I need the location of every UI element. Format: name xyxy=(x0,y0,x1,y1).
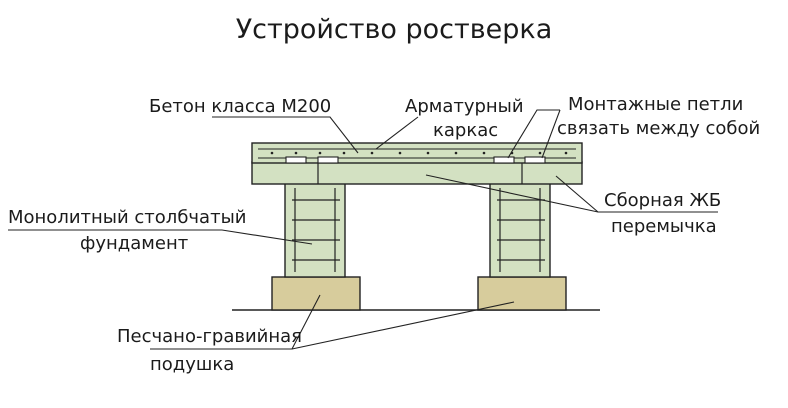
left-column-rebar xyxy=(292,188,340,272)
leader-rebar xyxy=(375,116,419,150)
mounting-loops-left xyxy=(285,156,339,164)
label-rebar-line1: Арматурный xyxy=(405,96,524,117)
leader-lintel-2 xyxy=(555,175,599,213)
label-cushion-line1: Песчано-гравийная xyxy=(117,326,302,347)
right-column xyxy=(489,182,551,278)
right-column-rebar xyxy=(497,188,545,272)
label-cushion-line2: подушка xyxy=(150,354,235,375)
left-cushion xyxy=(271,276,361,311)
label-loops-line1: Монтажные петли xyxy=(568,94,744,115)
precast-lintel xyxy=(251,161,583,185)
leader-concrete xyxy=(212,116,359,154)
label-concrete-grade: Бетон класса М200 xyxy=(149,96,332,117)
mounting-loops-right xyxy=(493,156,546,164)
diagram-title: Устройство ростверка xyxy=(235,14,553,45)
label-column-line1: Монолитный столбчатый xyxy=(8,207,247,228)
label-rebar-line2: каркас xyxy=(433,120,499,141)
leader-loops-2 xyxy=(541,109,561,159)
leader-cushion-2 xyxy=(291,301,515,350)
label-loops-line2: связать между собой xyxy=(557,118,761,139)
right-cushion xyxy=(477,276,567,311)
leader-loops-1 xyxy=(507,109,560,159)
leader-column xyxy=(8,229,313,245)
label-lintel-line2: перемычка xyxy=(611,216,717,237)
label-lintel-line1: Сборная ЖБ xyxy=(604,190,722,211)
rebar-dots xyxy=(270,151,568,155)
left-column xyxy=(284,182,346,278)
label-column-line2: фундамент xyxy=(80,233,189,254)
